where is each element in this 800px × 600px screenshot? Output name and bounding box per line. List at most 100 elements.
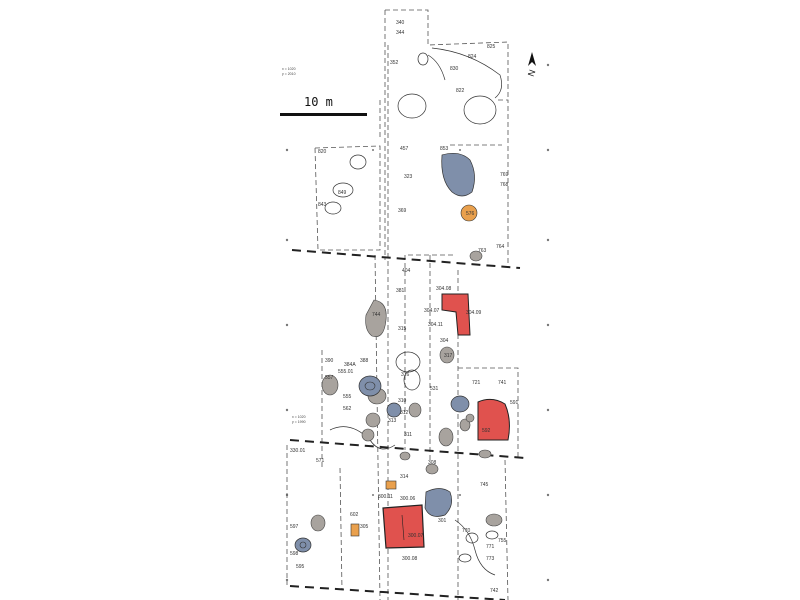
feature-label: 344: [396, 30, 405, 36]
grey-feature: [365, 412, 381, 428]
feature-label: 770: [462, 528, 471, 534]
grid-dot: [546, 493, 550, 497]
phase-boundary-line: [289, 585, 506, 600]
ditch-feature: [431, 47, 502, 99]
pit-feature: [465, 532, 479, 544]
feature-label: 304.08: [436, 286, 452, 292]
feature-label: 595: [296, 564, 305, 570]
coord-note: y = 2010: [282, 72, 296, 76]
pit-feature: [485, 530, 499, 540]
feature-label: 304: [440, 338, 449, 344]
grid-dot: [546, 578, 550, 582]
feature-label: 308: [428, 460, 437, 466]
coord-note: y = 1990: [292, 420, 306, 424]
blue-feature-inner: [299, 541, 307, 549]
feature-label: 820: [318, 149, 327, 155]
trench-line: [339, 467, 343, 591]
feature-label: 317: [444, 353, 453, 359]
coord-note: x = 1020: [292, 415, 306, 419]
feature-label: 768: [500, 182, 509, 188]
feature-label: 316: [401, 372, 410, 378]
grey-feature-744: [365, 299, 387, 337]
feature-label: 769: [500, 172, 509, 178]
feature-label: 741: [498, 380, 507, 386]
phase-boundary-line: [291, 249, 521, 269]
blue-feature-555: [358, 375, 382, 397]
grey-feature: [485, 513, 503, 527]
feature-label: 300.08: [402, 556, 418, 562]
ditch-feature: [427, 54, 446, 81]
feature-label: 300.07: [408, 533, 424, 539]
pit-feature: [349, 154, 367, 170]
feature-label: 304.07: [424, 308, 440, 314]
feature-label: 388: [360, 358, 369, 364]
feature-label: 721: [472, 380, 481, 386]
feature-label: 301: [438, 518, 447, 524]
grey-feature: [361, 428, 375, 442]
feature-label: 555: [343, 394, 352, 400]
feature-label: 571: [316, 458, 325, 464]
trench-north: [385, 9, 509, 100]
scale-bar: 10 m: [280, 95, 367, 116]
feature-label: 315: [398, 326, 407, 332]
orange-features: [350, 204, 478, 537]
trench-ne-edge: [498, 99, 509, 268]
grey-feature: [465, 413, 475, 423]
blue-feature: [294, 537, 312, 553]
feature-label: 314: [400, 474, 409, 480]
feature-label: 323: [404, 174, 413, 180]
feature-label: 825: [487, 44, 496, 50]
orange-feature-576: [460, 204, 478, 222]
feature-label: 562: [343, 406, 352, 412]
feature-label: 457: [400, 146, 409, 152]
grid-dot: [285, 148, 289, 152]
feature-label: 822: [456, 88, 465, 94]
red-structure-304: [441, 293, 471, 336]
red-structure-divider: [401, 514, 405, 541]
blue-feature-308: [424, 488, 452, 517]
north-label: N: [526, 68, 538, 78]
grey-feature: [399, 451, 411, 461]
feature-label: 576: [466, 211, 475, 217]
feature-label: 597: [290, 524, 299, 530]
grey-feature: [438, 427, 454, 447]
feature-label: 771: [486, 544, 495, 550]
pit-feature: [463, 95, 497, 125]
grey-feature: [310, 514, 326, 532]
grid-dot: [546, 408, 550, 412]
feature-label: 313: [388, 418, 397, 424]
feature-label: 531: [430, 386, 439, 392]
grid-dots: [285, 63, 550, 582]
grid-dot: [546, 63, 550, 67]
feature-label: 304.09: [466, 310, 482, 316]
blue-features: [294, 153, 475, 553]
grid-dot: [546, 323, 550, 327]
trench-east: [458, 367, 519, 460]
grid-dot: [285, 578, 289, 582]
feature-label: 310: [398, 398, 407, 404]
feature-label: 763: [478, 248, 487, 254]
feature-label: 555.01: [338, 369, 354, 375]
blue-feature-853: [441, 153, 475, 197]
feature-label: 602: [350, 512, 359, 518]
scale-label: 10 m: [304, 95, 333, 109]
red-features: [382, 293, 510, 549]
blue-feature: [386, 402, 402, 418]
feature-label: 843: [318, 202, 327, 208]
feature-label: 591: [510, 400, 519, 406]
feature-label: 849: [338, 190, 347, 196]
feature-label: 853: [440, 146, 449, 152]
feature-label: 381: [396, 288, 405, 294]
pit-feature: [417, 52, 429, 66]
feature-label: 824: [468, 54, 477, 60]
feature-label: 300.06: [400, 496, 416, 502]
orange-feature-314: [385, 480, 397, 490]
grid-dot: [372, 149, 374, 151]
grey-feature: [459, 418, 471, 432]
trench-nw: [314, 145, 381, 251]
feature-label: 311: [404, 432, 412, 438]
pit-feature: [395, 351, 421, 373]
grid-dot: [546, 238, 550, 242]
grid-dot: [459, 149, 461, 151]
feature-label: 773: [486, 556, 495, 562]
